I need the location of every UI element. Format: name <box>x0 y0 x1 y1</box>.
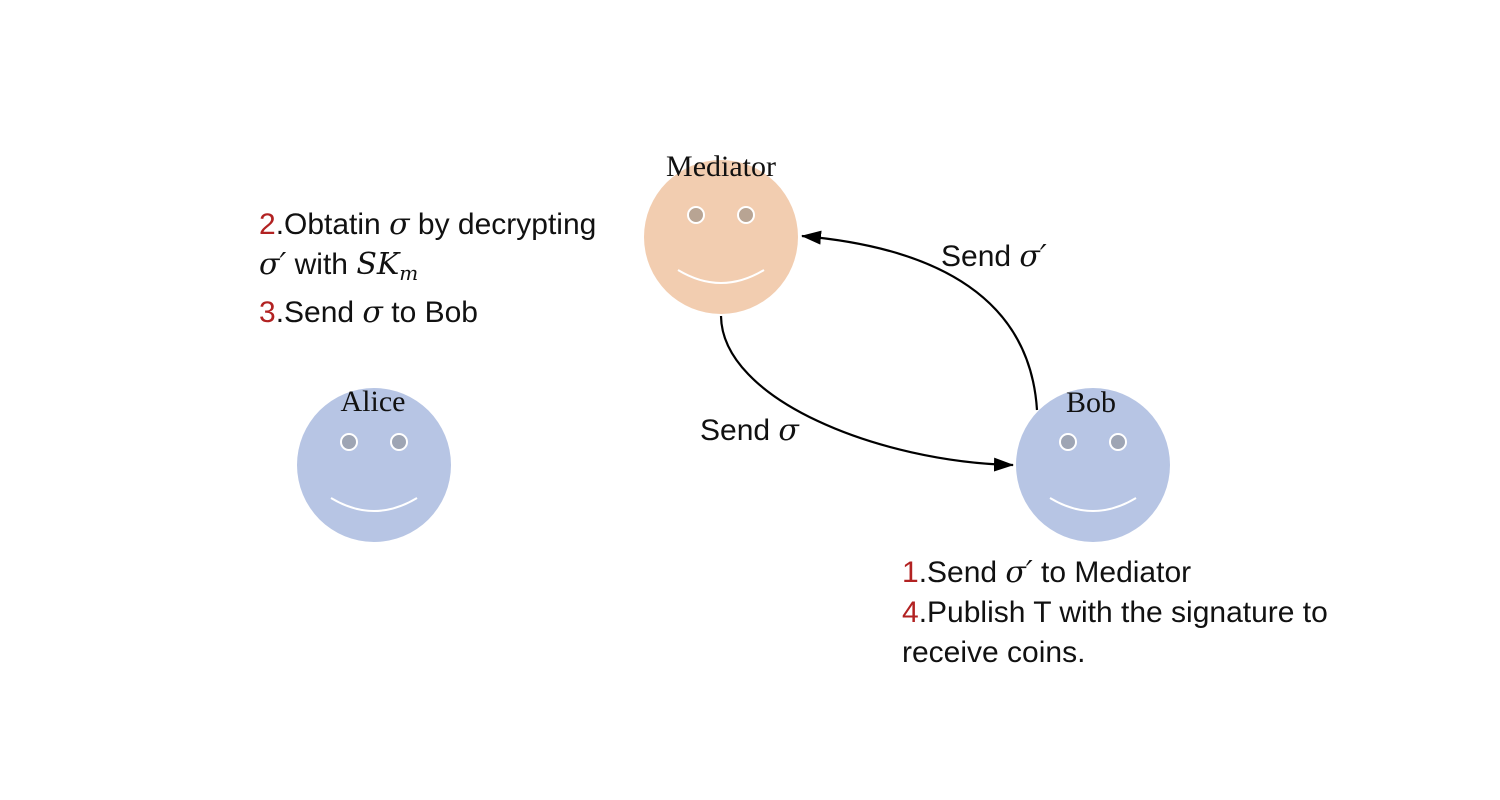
step-text: by decrypting <box>409 208 597 241</box>
arrow-label-send-sigma: Send σ <box>700 414 799 448</box>
step-text: receive coins. <box>902 636 1086 669</box>
bob-step-4-line: 4.Publish T with the signature to <box>902 593 1328 633</box>
bob-step-4-continuation: receive coins. <box>902 633 1328 673</box>
alice-name: Alice <box>340 385 406 418</box>
alice-smile <box>330 497 418 512</box>
arrow-label-prefix: Send <box>700 414 779 447</box>
arrow-bob-to-mediator <box>801 230 1039 411</box>
bob-head <box>1016 388 1170 542</box>
bob-face <box>1016 388 1170 542</box>
sigma-symbol: σ <box>389 207 410 242</box>
mediator-steps: 2.Obtatin σ by decrypting σ′ with SKm 3.… <box>259 205 596 333</box>
arrow-label-send-sigma-prime: Send σ′ <box>941 240 1047 274</box>
alice-right-eye <box>390 433 408 451</box>
arrow-mediator-to-bob <box>719 315 1014 472</box>
step-text: .Send <box>275 296 363 329</box>
alice-face <box>297 388 451 542</box>
arrow-label-prefix: Send <box>941 240 1020 273</box>
mediator-name: Mediator <box>666 150 776 183</box>
alice-head <box>297 388 451 542</box>
step-number: 2 <box>259 208 276 241</box>
mediator-right-eye <box>737 206 755 224</box>
bob-name: Bob <box>1065 386 1117 419</box>
sigma-symbol: σ <box>778 413 799 448</box>
bob-right-eye <box>1109 433 1127 451</box>
sigma-prime-symbol: σ′ <box>1019 239 1047 274</box>
step-text: with <box>286 248 357 281</box>
mediator-step-2-line: 2.Obtatin σ by decrypting <box>259 205 596 245</box>
bob-steps: 1.Send σ′ to Mediator 4.Publish T with t… <box>902 553 1328 673</box>
sigma-prime-symbol: σ′ <box>1005 555 1033 590</box>
mediator-left-eye <box>687 206 705 224</box>
step-number: 3 <box>259 296 276 329</box>
step-text: to Mediator <box>1032 556 1192 589</box>
step-number: 4 <box>902 596 919 629</box>
step-text: .Send <box>918 556 1006 589</box>
bob-smile <box>1049 497 1137 512</box>
secret-key-symbol: SK <box>356 247 400 282</box>
mediator-smile <box>677 269 765 284</box>
secret-key-subscript: m <box>399 261 419 285</box>
mediator-step-2-continuation: σ′ with SKm <box>259 245 596 293</box>
sigma-prime-symbol: σ′ <box>259 247 287 282</box>
bob-left-eye <box>1059 433 1077 451</box>
alice-left-eye <box>340 433 358 451</box>
bob-step-1-line: 1.Send σ′ to Mediator <box>902 553 1328 593</box>
mediator-step-3-line: 3.Send σ to Bob <box>259 293 596 333</box>
sigma-symbol: σ <box>362 295 383 330</box>
step-text: to Bob <box>382 296 478 329</box>
mediator-head <box>644 160 798 314</box>
step-text: .Publish T with the signature to <box>918 596 1328 629</box>
mediator-face <box>644 160 798 314</box>
step-number: 1 <box>902 556 919 589</box>
step-text: .Obtatin <box>275 208 390 241</box>
